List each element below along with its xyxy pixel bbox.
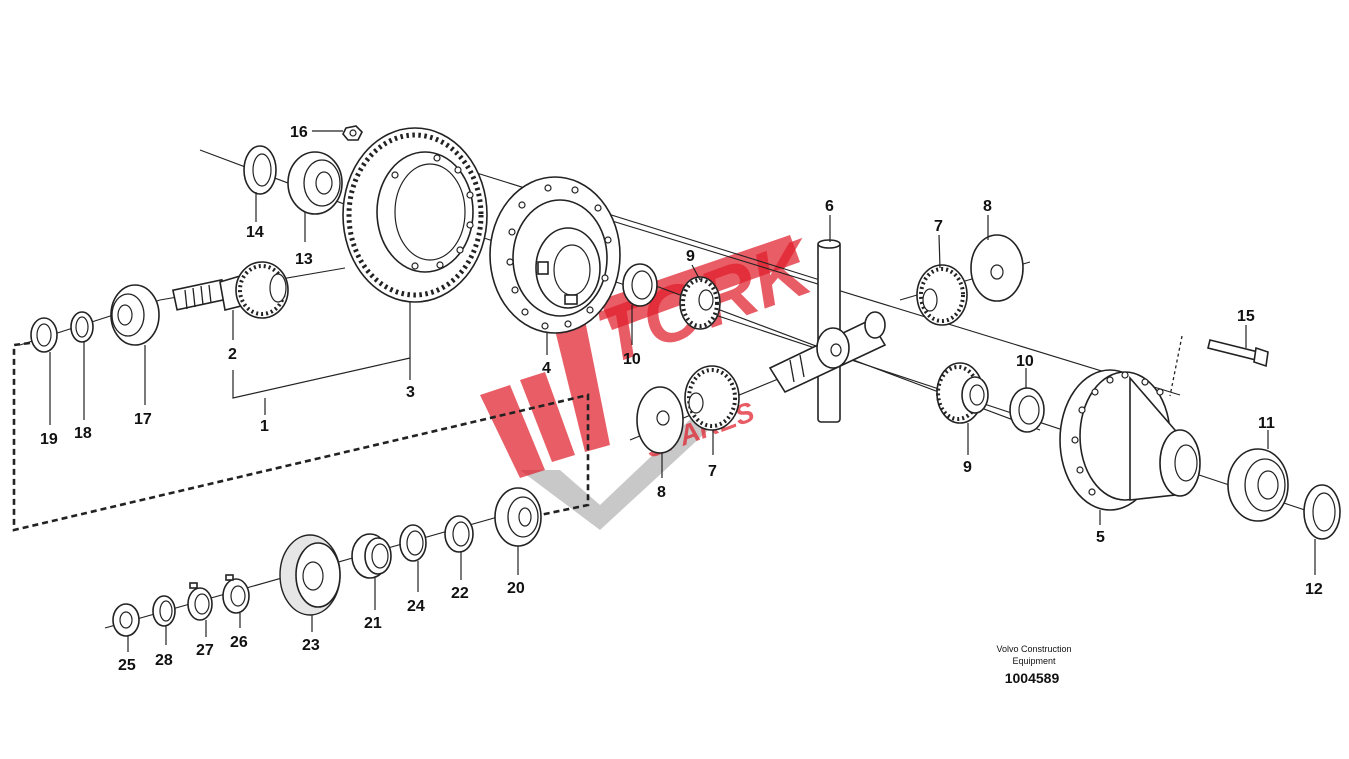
part-8-washer-upper <box>970 234 1024 302</box>
part-17-bearing <box>110 284 160 346</box>
callout-16: 16 <box>290 124 308 141</box>
part-18-shim <box>70 311 94 343</box>
callout-25: 25 <box>118 657 136 674</box>
part-25-nut <box>112 603 140 637</box>
part-10-washer-left <box>622 263 658 307</box>
callout-10-right: 10 <box>1016 353 1034 370</box>
callout-8-upper: 8 <box>983 198 992 215</box>
callout-19: 19 <box>40 431 58 448</box>
dashed-connector <box>12 341 590 532</box>
callout-9-right: 9 <box>963 459 972 476</box>
part-21-flange <box>351 533 392 579</box>
callouts: 14 13 16 2 3 1 17 18 19 4 10 9 6 7 8 15 … <box>40 124 1323 674</box>
part-19-seal <box>30 317 58 353</box>
credit-line-2: Equipment <box>1012 656 1056 666</box>
part-9-side-gear-left <box>679 276 721 330</box>
callout-14: 14 <box>246 224 264 241</box>
part-7-pinion-gear-upper <box>916 264 968 326</box>
callout-28: 28 <box>155 652 173 669</box>
callout-8-lower: 8 <box>657 484 666 501</box>
part-6-spider <box>768 239 887 423</box>
callout-26: 26 <box>230 634 248 651</box>
callout-17: 17 <box>134 411 152 428</box>
callout-24: 24 <box>407 598 425 615</box>
part-8-washer-lower <box>636 386 684 454</box>
callout-9-left: 9 <box>686 248 695 265</box>
callout-11: 11 <box>1258 415 1275 432</box>
callout-5: 5 <box>1096 529 1105 546</box>
part-4-housing <box>489 176 621 334</box>
callout-18: 18 <box>74 425 92 442</box>
callout-27: 27 <box>196 642 214 659</box>
part-9-side-gear-right <box>936 362 989 424</box>
part-12-seal <box>1303 484 1341 540</box>
callout-20: 20 <box>507 580 525 597</box>
part-13-bearing <box>287 151 343 215</box>
part-15-bolt <box>1169 335 1269 397</box>
part-22-seal <box>444 515 474 553</box>
part-10-washer-right <box>1009 387 1045 433</box>
callout-6: 6 <box>825 198 834 215</box>
part-28-ring <box>152 595 176 627</box>
callout-21: 21 <box>364 615 382 632</box>
part-3-crown-wheel <box>342 127 488 303</box>
leader-lines <box>49 130 1316 652</box>
callout-22: 22 <box>451 585 469 602</box>
callout-7-lower: 7 <box>708 463 717 480</box>
part-16-nut <box>342 125 363 141</box>
part-27-lockwasher <box>187 582 213 621</box>
callout-10-left: 10 <box>623 351 641 368</box>
callout-2: 2 <box>228 346 237 363</box>
part-26-lockwasher <box>222 574 250 614</box>
callout-4: 4 <box>542 360 551 377</box>
callout-3: 3 <box>406 384 415 401</box>
callout-13: 13 <box>295 251 313 268</box>
callout-15: 15 <box>1237 308 1255 325</box>
callout-1: 1 <box>260 418 269 435</box>
part-11-bearing <box>1227 448 1289 522</box>
credit-line-1: Volvo Construction <box>996 644 1071 654</box>
callout-12: 12 <box>1305 581 1323 598</box>
part-24-ring <box>399 524 427 562</box>
callout-23: 23 <box>302 637 320 654</box>
callout-7-upper: 7 <box>934 218 943 235</box>
part-23-disc <box>279 534 341 616</box>
part-20-bearing <box>494 487 542 547</box>
part-2-pinion <box>171 261 289 319</box>
credit-block: Volvo Construction Equipment 1004589 <box>996 644 1071 686</box>
part-7-pinion-gear-lower <box>684 365 740 431</box>
part-14-shim <box>243 145 277 195</box>
part-5-housing <box>1059 369 1201 511</box>
document-number: 1004589 <box>1005 670 1060 686</box>
